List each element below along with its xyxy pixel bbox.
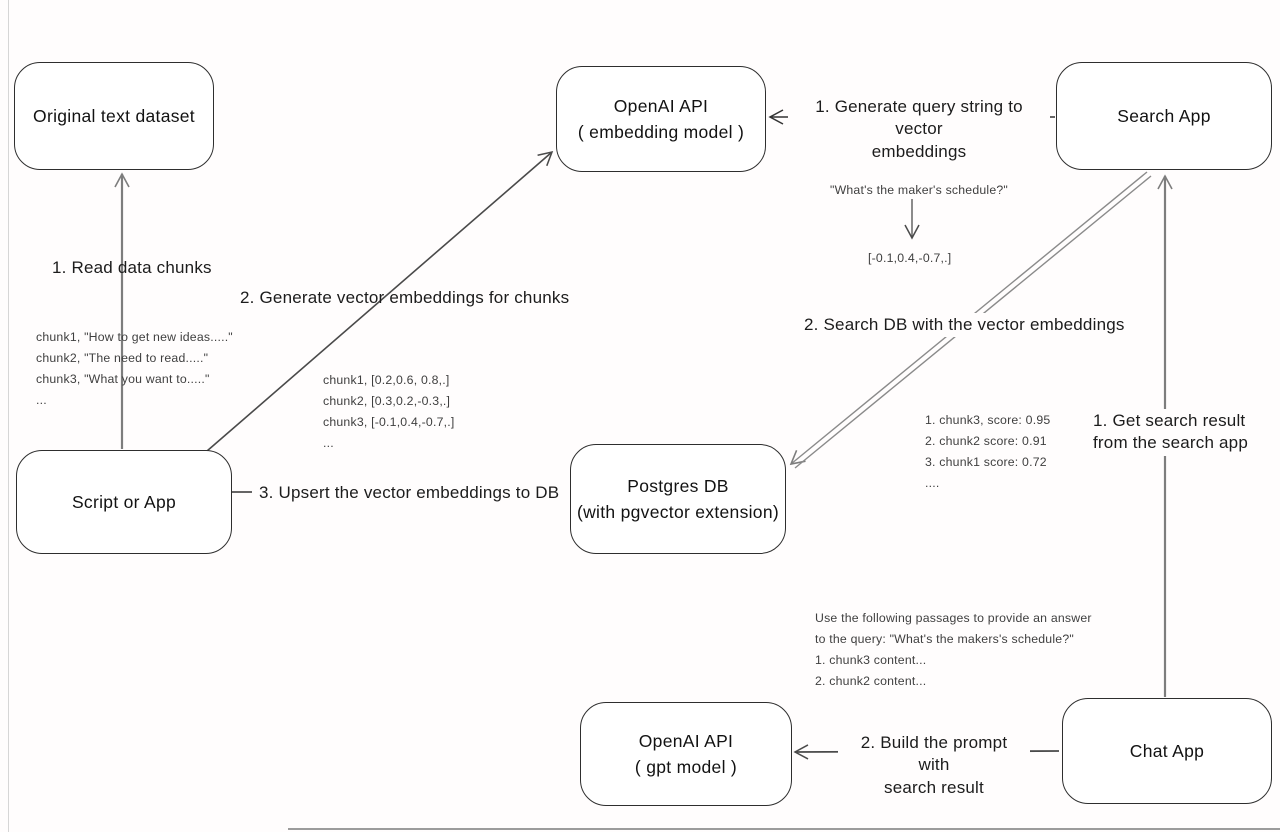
node-search-app: Search App	[1056, 62, 1272, 170]
edge-label-line1: 1. Get search result	[1093, 411, 1246, 430]
edge-label-generate-embeddings: 2. Generate vector embeddings for chunks	[240, 288, 570, 307]
annotation-prompt: Use the following passages to provide an…	[815, 608, 1092, 692]
edge-label-line2: search result	[884, 777, 984, 797]
edge-label-build-prompt: 2. Build the prompt with search result	[838, 731, 1030, 801]
arrow-generate-embeddings	[206, 150, 554, 452]
edge-label-read-chunks: 1. Read data chunks	[52, 258, 212, 277]
annotation-chunk-texts: chunk1, "How to get new ideas....." chun…	[36, 327, 233, 411]
annotation-line: 1. chunk3, score: 0.95	[925, 413, 1051, 427]
edge-label-get-result: 1. Get search result from the search app	[1086, 409, 1255, 456]
edge-label-line2: embeddings	[871, 141, 967, 161]
edge-label-line1: 1. Generate query string to vector	[815, 97, 1023, 139]
node-postgres-db: Postgres DB (with pgvector extension)	[570, 444, 786, 554]
node-label-line2: ( embedding model )	[577, 122, 745, 142]
annotation-line: ...	[323, 436, 334, 450]
annotation-query-vector: [-0.1,0.4,-0.7,.]	[868, 251, 952, 265]
annotation-line: Use the following passages to provide an…	[815, 611, 1092, 625]
annotation-line: to the query: "What's the makers's sched…	[815, 632, 1074, 646]
annotation-chunk-vectors: chunk1, [0.2,0.6, 0.8,.] chunk2, [0.3,0.…	[323, 370, 454, 454]
annotation-line: ...	[36, 393, 47, 407]
node-openai-api-embedding: OpenAI API ( embedding model )	[556, 66, 766, 172]
page-bottom-line	[288, 828, 1280, 830]
node-openai-api-gpt: OpenAI API ( gpt model )	[580, 702, 792, 806]
node-label-line2: ( gpt model )	[634, 757, 738, 777]
annotation-line: chunk3, "What you want to....."	[36, 372, 210, 386]
page-edge-line	[8, 0, 9, 832]
edge-label-search-db: 2. Search DB with the vector embeddings	[797, 313, 1132, 338]
node-script-or-app: Script or App	[16, 450, 232, 554]
annotation-line: 2. chunk2 score: 0.91	[925, 434, 1047, 448]
annotation-line: chunk1, "How to get new ideas....."	[36, 330, 233, 344]
edge-label-line2: from the search app	[1093, 433, 1248, 453]
annotation-line: 1. chunk3 content...	[815, 653, 927, 667]
edge-label-line1: 2. Build the prompt with	[860, 733, 1008, 775]
edge-label-upsert: 3. Upsert the vector embeddings to DB	[252, 481, 567, 506]
annotation-query-text: "What's the maker's schedule?"	[830, 183, 1008, 197]
node-label-line1: OpenAI API	[613, 95, 709, 116]
node-label: Script or App	[71, 491, 177, 512]
node-label: Original text dataset	[33, 105, 195, 126]
annotation-line: 2. chunk2 content...	[815, 674, 927, 688]
edge-label-query-to-vector: 1. Generate query string to vector embed…	[788, 95, 1050, 165]
node-chat-app: Chat App	[1062, 698, 1272, 804]
annotation-line: chunk2, "The need to read....."	[36, 351, 209, 365]
annotation-line: 3. chunk1 score: 0.72	[925, 455, 1047, 469]
annotation-line: chunk2, [0.3,0.2,-0.3,.]	[323, 394, 451, 408]
node-label-line1: Postgres DB	[627, 475, 729, 496]
node-label: Search App	[1117, 105, 1211, 126]
annotation-search-scores: 1. chunk3, score: 0.95 2. chunk2 score: …	[925, 410, 1050, 494]
node-label: Chat App	[1129, 740, 1205, 761]
annotation-line: chunk3, [-0.1,0.4,-0.7,.]	[323, 415, 455, 429]
annotation-line: chunk1, [0.2,0.6, 0.8,.]	[323, 373, 450, 387]
node-label-line1: OpenAI API	[638, 730, 734, 751]
node-original-text-dataset: Original text dataset	[14, 62, 214, 170]
annotation-line: ....	[925, 476, 940, 490]
node-label-line2: (with pgvector extension)	[576, 502, 780, 522]
